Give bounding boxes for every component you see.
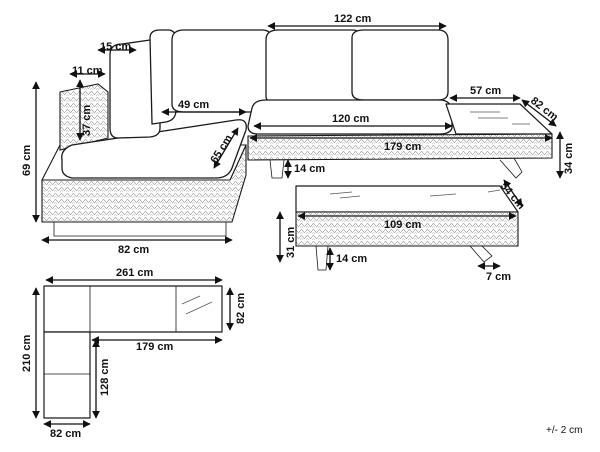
plan-view [43, 285, 223, 419]
tolerance-note: +/- 2 cm [546, 425, 582, 436]
dim-plan-bottom-width: 82 cm [50, 428, 81, 440]
coffee-table-drawing [295, 185, 519, 271]
back-cushion-2 [265, 29, 363, 105]
dim-sofa-leg-height: 14 cm [294, 163, 325, 175]
dim-seat-depth: 49 cm [178, 99, 209, 111]
dim-plan-short-depth: 128 cm [99, 358, 111, 396]
dim-side-table-width: 57 cm [470, 85, 501, 97]
back-cushion-3 [351, 29, 449, 101]
dim-arm-offset: 11 cm [72, 65, 103, 77]
sofa-leg-right [499, 157, 523, 179]
dim-plan-long-length: 179 cm [136, 341, 174, 353]
plan-short-section [43, 331, 91, 419]
dim-table-leg-width: 7 cm [486, 271, 511, 283]
table-top [295, 185, 519, 213]
dim-table-leg-height: 14 cm [336, 253, 367, 265]
table-leg-left [315, 245, 329, 271]
plan-long-section [43, 285, 223, 333]
chaise-leg [53, 222, 227, 237]
dim-chaise-depth: 82 cm [118, 244, 149, 256]
dim-table-length: 109 cm [384, 219, 422, 231]
dim-long-height: 34 cm [563, 143, 575, 174]
dim-back-length: 122 cm [334, 13, 372, 25]
chaise-back-cushion-a [109, 39, 161, 139]
dim-plan-total-depth: 210 cm [21, 334, 33, 372]
plan-glass [181, 295, 213, 315]
dim-total-height: 69 cm [21, 145, 33, 176]
table-base [295, 211, 519, 247]
dim-table-height: 31 cm [285, 227, 297, 258]
chaise-arm [59, 83, 109, 151]
dim-plan-total-length: 261 cm [116, 267, 154, 279]
dim-long-length: 179 cm [384, 141, 422, 153]
sofa-leg-left [269, 159, 285, 179]
dim-plan-table-depth: 82 cm [235, 293, 247, 324]
table-leg-right [469, 245, 493, 263]
dim-arm-width: 15 cm [100, 41, 131, 53]
plan-dimensions: 261 cm 82 cm 179 cm 210 cm 128 cm 82 cm [21, 267, 247, 440]
dim-backrest-height: 37 cm [81, 105, 93, 136]
table-glass-reflection [329, 189, 501, 199]
dim-seat-length: 120 cm [332, 113, 370, 125]
